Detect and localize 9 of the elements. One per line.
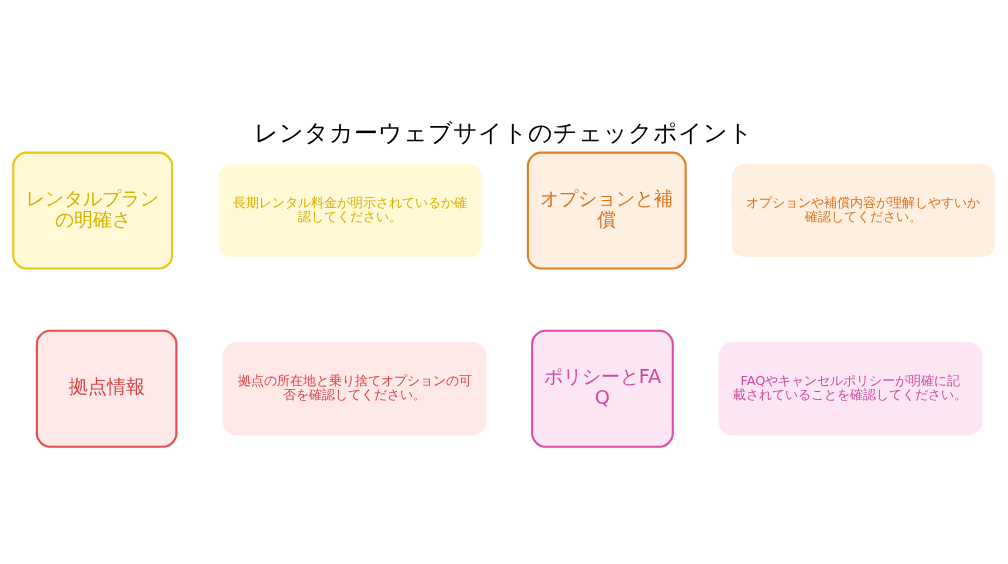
- node-box: 拠点情報: [35, 329, 178, 448]
- node-box: FAQやキャンセルポリシーが明確に記載されていることを確認してください。: [718, 341, 983, 435]
- node-box: ポリシーとFAQ: [531, 329, 674, 448]
- node-box: 拠点の所在地と乗り捨てオプションの可否を確認してください。: [222, 341, 487, 435]
- node-box: オプションと補償: [526, 151, 687, 270]
- diagram-title: レンタカーウェブサイトのチェックポイント: [254, 118, 754, 147]
- node-box: 長期レンタル料金が明示されているか確認してください。: [218, 163, 483, 257]
- node-box: オプションや補償内容が理解しやすいか確認してください。: [731, 163, 996, 257]
- node-box: レンタルプランの明確さ: [12, 151, 174, 270]
